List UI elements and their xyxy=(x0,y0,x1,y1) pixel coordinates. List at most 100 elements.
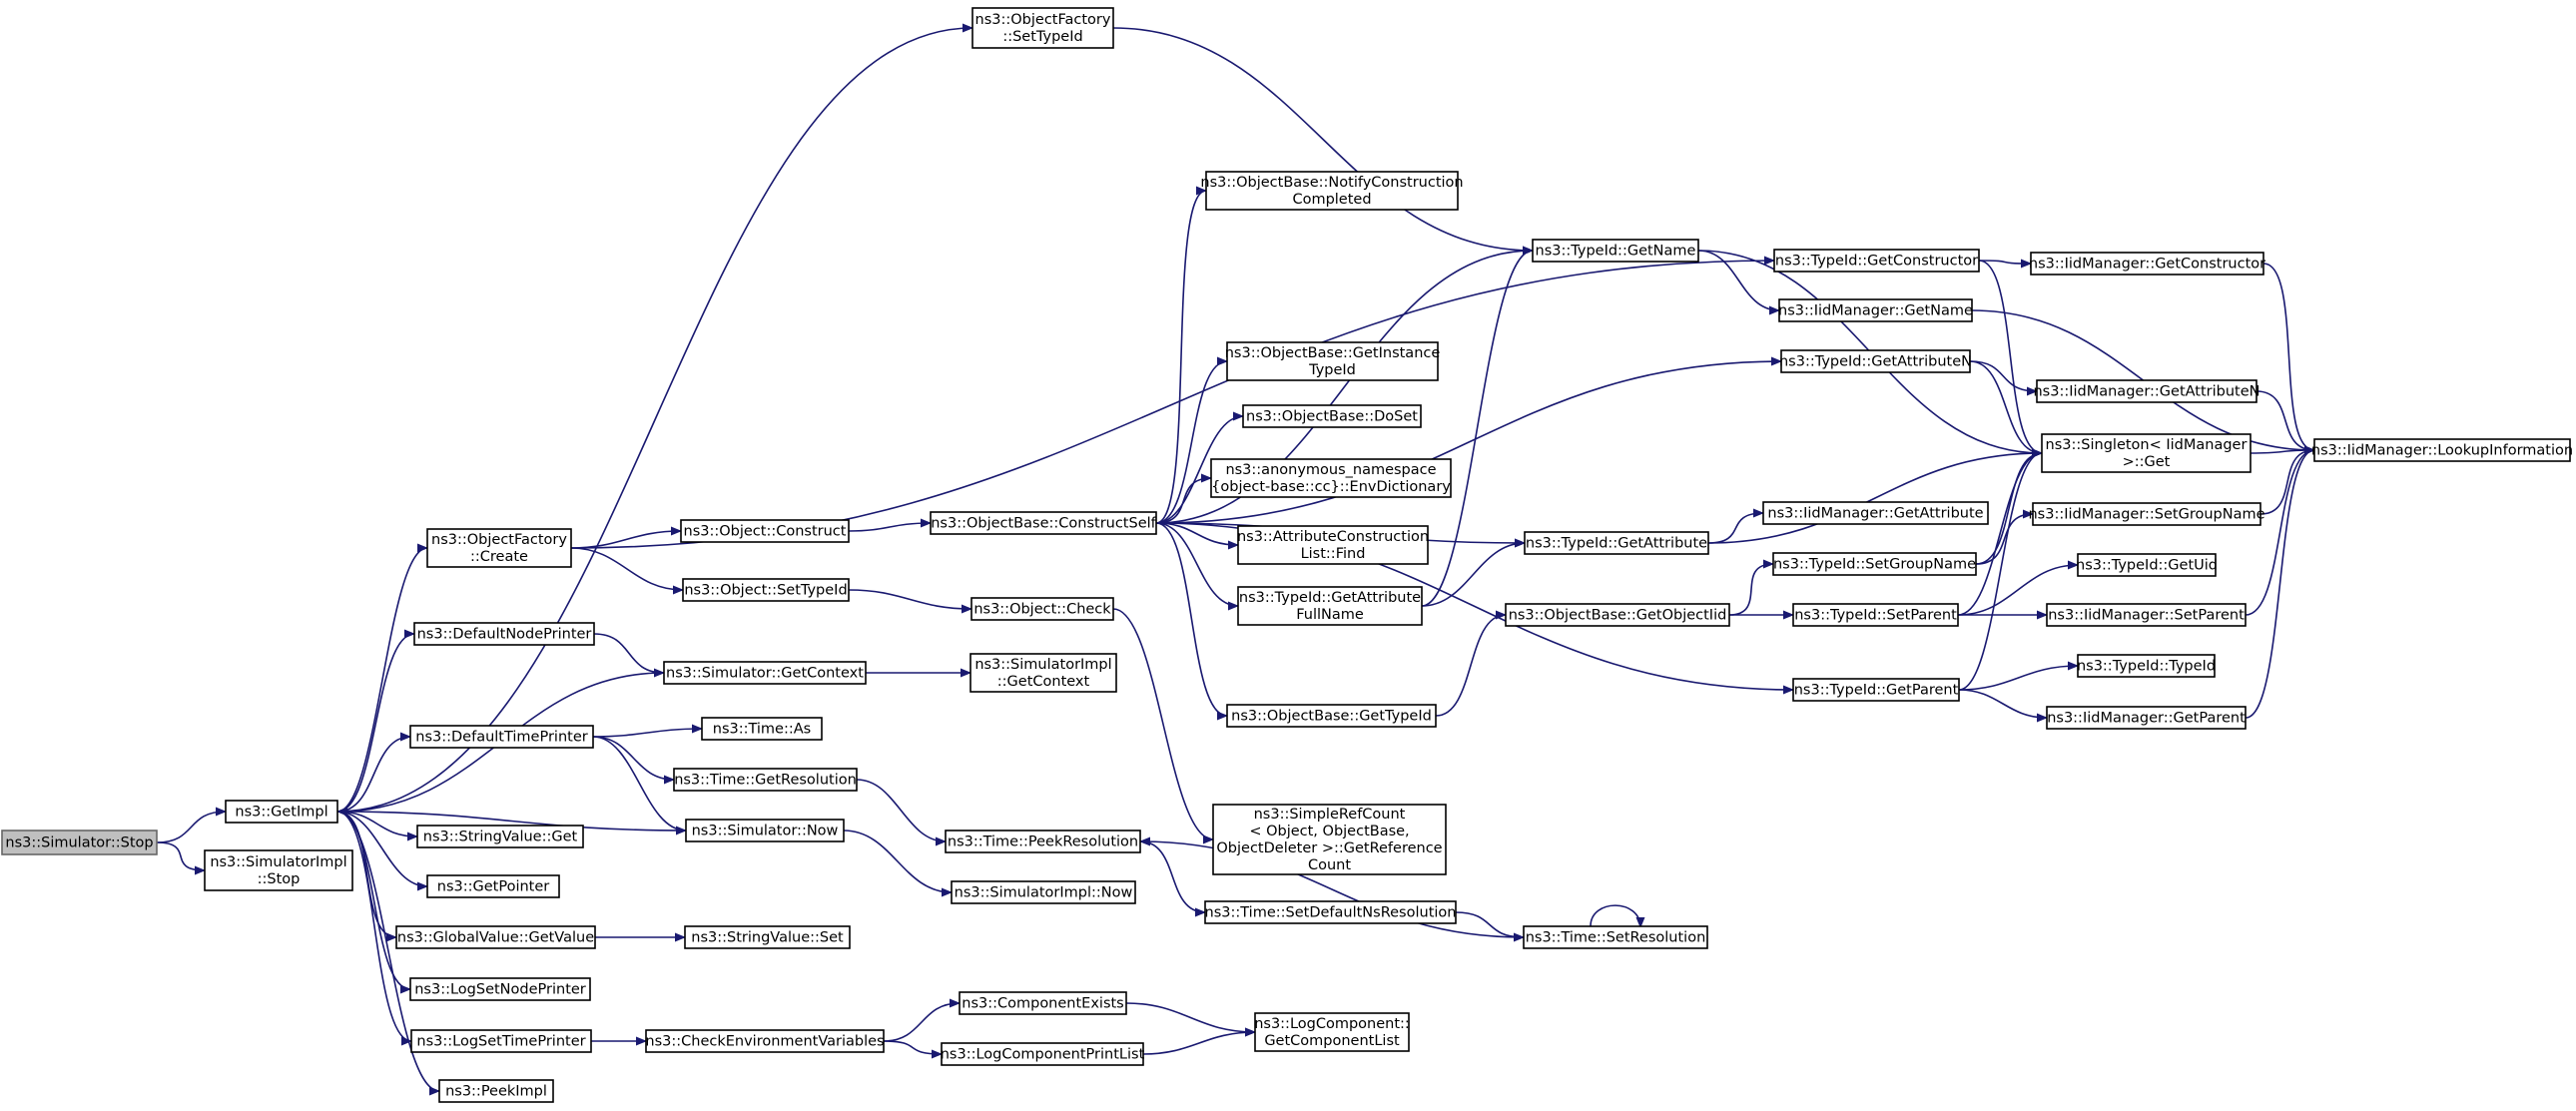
node-globalvalue-getvalue[interactable]: ns3::GlobalValue::GetValue xyxy=(395,925,596,949)
node-ob-notifyconstruction[interactable]: ns3::ObjectBase::NotifyConstructionCompl… xyxy=(1200,171,1464,211)
node-label: ns3::TypeId::GetAttribute xyxy=(1526,536,1707,552)
node-time-setdefaultnsresolution[interactable]: ns3::Time::SetDefaultNsResolution xyxy=(1204,900,1457,924)
node-typeid-setparent[interactable]: ns3::TypeId::SetParent xyxy=(1792,603,1959,627)
node-iidmgr-setgroupname[interactable]: ns3::IidManager::SetGroupName xyxy=(2028,502,2265,526)
node-box xyxy=(1212,804,1447,875)
node-label: ns3::IidManager::LookupInformation xyxy=(2311,443,2573,459)
node-label: Completed xyxy=(1292,192,1371,208)
node-box xyxy=(413,622,595,646)
node-ob-gettypeid[interactable]: ns3::ObjectBase::GetTypeId xyxy=(1226,704,1437,728)
node-label: ns3::ObjectBase::GetObjectIid xyxy=(1509,608,1727,624)
node-of-create[interactable]: ns3::ObjectFactory::Create xyxy=(426,528,572,568)
node-object-construct[interactable]: ns3::Object::Construct xyxy=(680,519,850,543)
node-logcomponentprintlist[interactable]: ns3::LogComponentPrintList xyxy=(941,1042,1145,1066)
node-box xyxy=(409,725,594,749)
node-box xyxy=(1237,586,1423,626)
node-typeid-getuid[interactable]: ns3::TypeId::GetUid xyxy=(2076,553,2218,577)
node-iidmgr-getparent[interactable]: ns3::IidManager::GetParent xyxy=(2046,706,2247,730)
node-time-getresolution[interactable]: ns3::Time::GetResolution xyxy=(673,768,858,792)
node-box xyxy=(680,519,850,543)
node-getpointer[interactable]: ns3::GetPointer xyxy=(426,874,560,898)
node-componentexists[interactable]: ns3::ComponentExists xyxy=(959,991,1127,1015)
node-simimpl-getcontext[interactable]: ns3::SimulatorImpl::GetContext xyxy=(969,653,1117,693)
node-simimpl-now[interactable]: ns3::SimulatorImpl::Now xyxy=(951,880,1136,904)
node-label: ns3::StringValue::Set xyxy=(691,930,844,946)
node-box xyxy=(969,653,1117,693)
node-box xyxy=(2030,252,2264,276)
node-iidmgr-getname[interactable]: ns3::IidManager::GetName xyxy=(1778,298,1973,322)
node-logcomponent-getcomponentlist[interactable]: ns3::LogComponent::GetComponentList xyxy=(1254,1012,1410,1052)
node-box xyxy=(409,977,591,1001)
node-box xyxy=(395,925,596,949)
node-iidmgr-lookupinformation[interactable]: ns3::IidManager::LookupInformation xyxy=(2311,438,2573,462)
node-getimpl[interactable]: ns3::GetImpl xyxy=(225,800,338,824)
edge-ob-constructself-to-typeid-getname xyxy=(1155,246,1534,524)
edge-typeid-getattributen-to-iidmgr-getattributen xyxy=(1969,360,2038,396)
node-checkenv[interactable]: ns3::CheckEnvironmentVariables xyxy=(645,1029,885,1053)
node-simimpl-stop[interactable]: ns3::SimulatorImpl::Stop xyxy=(204,849,353,891)
edges-layer xyxy=(156,23,2315,1096)
node-logsettimeprinter[interactable]: ns3::LogSetTimePrinter xyxy=(410,1029,592,1053)
node-box xyxy=(1242,404,1422,428)
node-default-time-printer[interactable]: ns3::DefaultTimePrinter xyxy=(409,725,594,749)
node-typeid-typeid[interactable]: ns3::TypeId::TypeId xyxy=(2077,654,2216,678)
node-ob-getobjectiid[interactable]: ns3::ObjectBase::GetObjectIid xyxy=(1505,603,1730,627)
node-object-check[interactable]: ns3::Object::Check xyxy=(970,597,1114,621)
node-time-as[interactable]: ns3::Time::As xyxy=(701,717,823,741)
edge-default-time-printer-to-time-as xyxy=(592,724,703,738)
node-typeid-getparent[interactable]: ns3::TypeId::GetParent xyxy=(1792,678,1960,702)
node-of-settypeid[interactable]: ns3::ObjectFactory::SetTypeId xyxy=(971,7,1114,49)
node-box xyxy=(1762,501,1989,525)
edge-object-settypeid-to-object-check xyxy=(848,589,972,614)
node-iidmgr-setparent[interactable]: ns3::IidManager::SetParent xyxy=(2046,603,2247,627)
node-simplerefcount-getreferencecount[interactable]: ns3::SimpleRefCount< Object, ObjectBase,… xyxy=(1212,804,1447,875)
node-default-node-printer[interactable]: ns3::DefaultNodePrinter xyxy=(413,622,595,646)
node-typeid-getname[interactable]: ns3::TypeId::GetName xyxy=(1532,239,1699,263)
node-box xyxy=(645,1029,885,1053)
node-sim-getcontext[interactable]: ns3::Simulator::GetContext xyxy=(663,661,867,685)
edge-iidmgr-getattributen-to-iidmgr-lookupinformation xyxy=(2255,390,2315,455)
node-singleton-get[interactable]: ns3::Singleton< IidManager >::Get xyxy=(2041,433,2252,473)
node-label: ns3::StringValue::Get xyxy=(423,830,578,845)
node-iidmgr-getattributen[interactable]: ns3::IidManager::GetAttributeN xyxy=(2033,379,2260,403)
node-label: ns3::LogComponentPrintList xyxy=(941,1047,1145,1063)
node-stringvalue-get[interactable]: ns3::StringValue::Get xyxy=(416,825,584,848)
node-typeid-getconstructor[interactable]: ns3::TypeId::GetConstructor xyxy=(1773,249,1980,273)
edge-typeid-getname-to-iidmgr-getname xyxy=(1697,250,1780,315)
node-envdictionary[interactable]: ns3::anonymous_namespace{object-base::cc… xyxy=(1210,458,1452,498)
node-label: GetComponentList xyxy=(1264,1033,1400,1049)
node-sim-now[interactable]: ns3::Simulator::Now xyxy=(685,819,845,842)
node-box xyxy=(971,7,1114,49)
node-peekimpl[interactable]: ns3::PeekImpl xyxy=(438,1079,554,1103)
node-typeid-setgroupname[interactable]: ns3::TypeId::SetGroupName xyxy=(1772,552,1977,576)
node-stringvalue-set[interactable]: ns3::StringValue::Set xyxy=(684,925,851,949)
node-label: ns3::LogComponent:: xyxy=(1254,1016,1410,1032)
node-box xyxy=(410,1029,592,1053)
node-typeid-getattributen[interactable]: ns3::TypeId::GetAttributeN xyxy=(1779,349,1972,373)
edge-typeid-getconstructor-to-iidmgr-getconstructor xyxy=(1978,259,2032,269)
node-time-setresolution[interactable]: ns3::Time::SetResolution xyxy=(1523,925,1708,949)
node-time-peekresolution[interactable]: ns3::Time::PeekResolution xyxy=(945,830,1141,853)
node-box xyxy=(416,825,584,848)
node-stop[interactable]: ns3::Simulator::Stop xyxy=(1,830,158,855)
node-label: ns3::SimpleRefCount xyxy=(1254,807,1406,823)
node-label: ns3::ObjectBase::ConstructSelf xyxy=(931,516,1156,532)
node-label: TypeId xyxy=(1308,362,1356,378)
node-label: ns3::TypeId::GetAttributeN xyxy=(1779,354,1972,370)
node-label: ns3::TypeId::GetAttribute xyxy=(1239,590,1421,606)
node-object-settypeid[interactable]: ns3::Object::SetTypeId xyxy=(682,578,850,602)
node-typeid-getattribute[interactable]: ns3::TypeId::GetAttribute xyxy=(1524,531,1709,555)
edge-componentexists-to-logcomponent-getcomponentlist xyxy=(1125,1002,1256,1037)
node-iidmgr-getattribute[interactable]: ns3::IidManager::GetAttribute xyxy=(1762,501,1989,525)
node-iidmgr-getconstructor[interactable]: ns3::IidManager::GetConstructor xyxy=(2029,252,2265,276)
node-label: ns3::GetImpl xyxy=(235,805,327,821)
edge-getimpl-to-stringvalue-get xyxy=(336,811,418,841)
node-ob-doset[interactable]: ns3::ObjectBase::DoSet xyxy=(1242,404,1422,428)
node-logsetnodeprinter[interactable]: ns3::LogSetNodePrinter xyxy=(409,977,591,1001)
node-label: ns3::DefaultNodePrinter xyxy=(417,627,592,643)
node-ob-constructself[interactable]: ns3::ObjectBase::ConstructSelf xyxy=(930,511,1157,535)
node-label: ns3::IidManager::GetAttribute xyxy=(1767,506,1983,522)
